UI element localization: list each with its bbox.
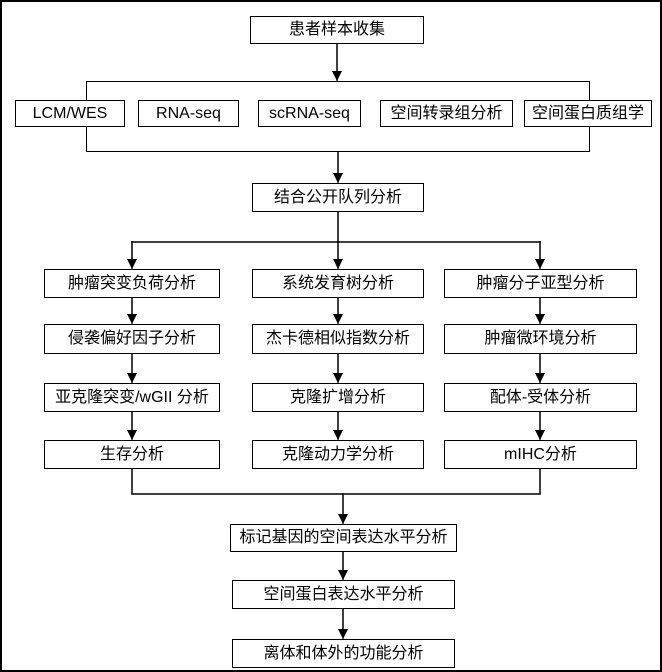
- node-sample-collection: 患者样本收集: [250, 16, 424, 44]
- node-cohort-analysis: 结合公开队列分析: [252, 183, 424, 212]
- node-method-rna-seq: RNA-seq: [138, 100, 239, 127]
- node-col2-phylogenetic-tree: 系统发育树分析: [252, 269, 424, 298]
- node-method-lcm-wes: LCM/WES: [15, 100, 125, 127]
- node-col1-tmb: 肿瘤突变负荷分析: [44, 269, 220, 298]
- node-final-marker-gene-spatial-expression: 标记基因的空间表达水平分析: [230, 524, 457, 552]
- node-col2-jaccard-index: 杰卡德相似指数分析: [252, 324, 424, 354]
- node-col3-ligand-receptor: 配体-受体分析: [444, 383, 637, 412]
- node-col3-tumor-microenvironment: 肿瘤微环境分析: [444, 324, 637, 354]
- node-col1-survival: 生存分析: [44, 440, 220, 469]
- node-col3-mihc: mIHC分析: [444, 440, 637, 469]
- node-col1-subclonal-wgii: 亚克隆突变/wGII 分析: [44, 383, 220, 412]
- line-convergence: [131, 468, 541, 495]
- node-method-spatial-proteomics: 空间蛋白质组学: [524, 100, 652, 127]
- node-col3-molecular-subtype: 肿瘤分子亚型分析: [444, 269, 637, 298]
- node-col2-clonal-dynamics: 克隆动力学分析: [252, 440, 424, 469]
- node-method-scrna-seq: scRNA-seq: [258, 100, 361, 127]
- node-col1-invasion-preference: 侵袭偏好因子分析: [44, 324, 220, 354]
- node-final-spatial-protein-expression: 空间蛋白表达水平分析: [232, 580, 455, 609]
- node-method-spatial-transcriptomics: 空间转录组分析: [380, 100, 513, 127]
- node-final-ex-vivo-in-vitro-function: 离体和体外的功能分析: [232, 639, 455, 668]
- node-col2-clonal-expansion: 克隆扩增分析: [252, 383, 424, 412]
